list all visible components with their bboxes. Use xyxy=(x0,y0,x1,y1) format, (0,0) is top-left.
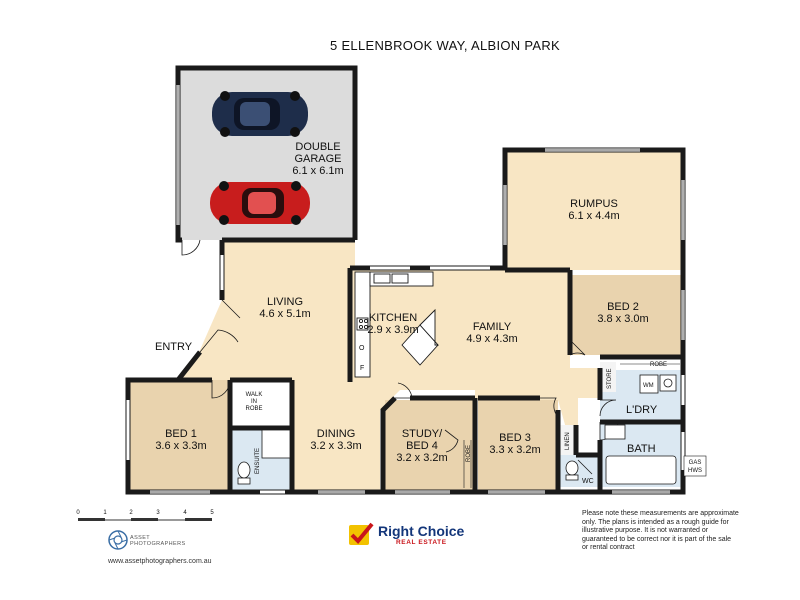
family-dims: 4.9 x 4.3m xyxy=(466,333,517,345)
dining-dims: 3.2 x 3.3m xyxy=(310,440,361,452)
camera-aperture-icon xyxy=(108,530,128,550)
garage-label-2: GARAGE xyxy=(294,153,341,165)
bed2-dims: 3.8 x 3.0m xyxy=(597,313,648,325)
bed1-dims: 3.6 x 3.3m xyxy=(155,440,206,452)
bed2-label: BED 2 xyxy=(607,301,639,313)
brand-subtitle: REAL ESTATE xyxy=(396,539,447,546)
ensuite-label: ENSUITE xyxy=(255,448,261,474)
hws-label: HWS xyxy=(688,468,702,474)
room-labels: DOUBLE GARAGE 6.1 x 6.1m RUMPUS 6.1 x 4.… xyxy=(155,141,648,464)
linen-label: LINEN xyxy=(565,432,571,450)
photographer-name-2: PHOTOGRAPHERS xyxy=(130,541,186,547)
laundry-label: L'DRY xyxy=(626,404,658,416)
disclaimer-line-1: Please note these measurements are appro… xyxy=(582,510,739,517)
right-choice-logo: Right Choice REAL ESTATE xyxy=(348,522,468,548)
doors xyxy=(181,239,619,475)
photographer-url[interactable]: www.assetphotographers.com.au xyxy=(108,558,212,565)
scale-tick-3: 3 xyxy=(156,510,160,516)
kitchen-benches xyxy=(354,271,440,378)
garage-dims: 6.1 x 6.1m xyxy=(292,165,343,177)
bath-label: BATH xyxy=(627,443,656,455)
oven-label: O xyxy=(359,345,365,352)
robe-rails xyxy=(463,356,680,488)
property-address: 5 ELLENBROOK WAY, ALBION PARK xyxy=(330,38,560,53)
disclaimer: Please note these measurements are appro… xyxy=(582,510,772,553)
wc-floor xyxy=(558,455,600,487)
gas-label: GAS xyxy=(689,460,702,466)
entry-label: ENTRY xyxy=(155,341,193,353)
car-blue-icon xyxy=(212,91,308,137)
scale-tick-2: 2 xyxy=(129,510,133,516)
living-dims: 4.6 x 5.1m xyxy=(259,308,310,320)
robe-bed2-label: ROBE xyxy=(650,362,667,368)
wm-label: WM xyxy=(643,383,654,389)
rumpus-label: RUMPUS xyxy=(570,198,618,210)
bed3-dims: 3.3 x 3.2m xyxy=(489,444,540,456)
family-label: FAMILY xyxy=(473,321,512,333)
study-dims: 3.2 x 3.2m xyxy=(396,452,447,464)
car-red-icon xyxy=(210,181,310,225)
study-floor xyxy=(385,400,475,490)
scale-tick-4: 4 xyxy=(183,510,187,516)
rumpus-floor xyxy=(505,150,683,270)
living-floor xyxy=(178,240,380,490)
robe-bed1-floor xyxy=(232,383,290,428)
photographer-name-1: ASSET xyxy=(130,535,151,541)
checkmark-badge-icon xyxy=(349,522,374,545)
photographer-logo: ASSET PHOTOGRAPHERS xyxy=(108,530,208,554)
study-label-2: BED 4 xyxy=(406,440,438,452)
gas-hws-box xyxy=(683,455,707,477)
small-labels: ENTRY WALK IN ROBE ENSUITE ROBE LINEN WC… xyxy=(155,341,707,485)
disclaimer-line-5: or rental contract xyxy=(582,544,635,552)
window-frames xyxy=(125,85,684,493)
kitchen-label: KITCHEN xyxy=(369,312,417,324)
fixtures xyxy=(237,374,677,485)
store-floor xyxy=(600,362,616,392)
scale-tick-0: 0 xyxy=(76,510,80,516)
dining-label: DINING xyxy=(317,428,356,440)
rumpus-dims: 6.1 x 4.4m xyxy=(568,210,619,222)
bed2-floor xyxy=(570,275,683,355)
disclaimer-line-4: guaranteed to be correct nor it is part … xyxy=(582,535,732,543)
linen-floor xyxy=(558,425,576,455)
walk-in-robe-label-1: WALK xyxy=(246,392,263,398)
kitchen-dims: 2.9 x 3.9m xyxy=(367,324,418,336)
store-label: STORE xyxy=(607,368,613,389)
living-label: LIVING xyxy=(267,296,303,308)
photographer-name: ASSET PHOTOGRAPHERS xyxy=(130,535,186,547)
walk-in-robe-label-3: ROBE xyxy=(245,406,262,412)
wc-label: WC xyxy=(582,478,594,485)
brand-name: Right Choice xyxy=(378,523,465,539)
study-label-1: STUDY/ xyxy=(402,428,443,440)
scale-tick-1: 1 xyxy=(103,510,107,516)
fridge-label: F xyxy=(360,365,364,372)
scale-tick-5: 5 xyxy=(210,510,214,516)
robe-study-label: ROBE xyxy=(466,445,472,462)
bed3-label: BED 3 xyxy=(499,432,531,444)
disclaimer-line-3: illustrative purpose. It is not warrante… xyxy=(582,527,709,535)
bed3-floor xyxy=(478,400,558,490)
garage-label-1: DOUBLE xyxy=(295,141,340,153)
disclaimer-line-2: only. The plans is intended as a rough g… xyxy=(582,518,729,526)
walk-in-robe-label-2: IN xyxy=(251,399,257,405)
scale-bar: 0 1 2 3 4 5 xyxy=(76,510,214,521)
bed1-label: BED 1 xyxy=(165,428,197,440)
